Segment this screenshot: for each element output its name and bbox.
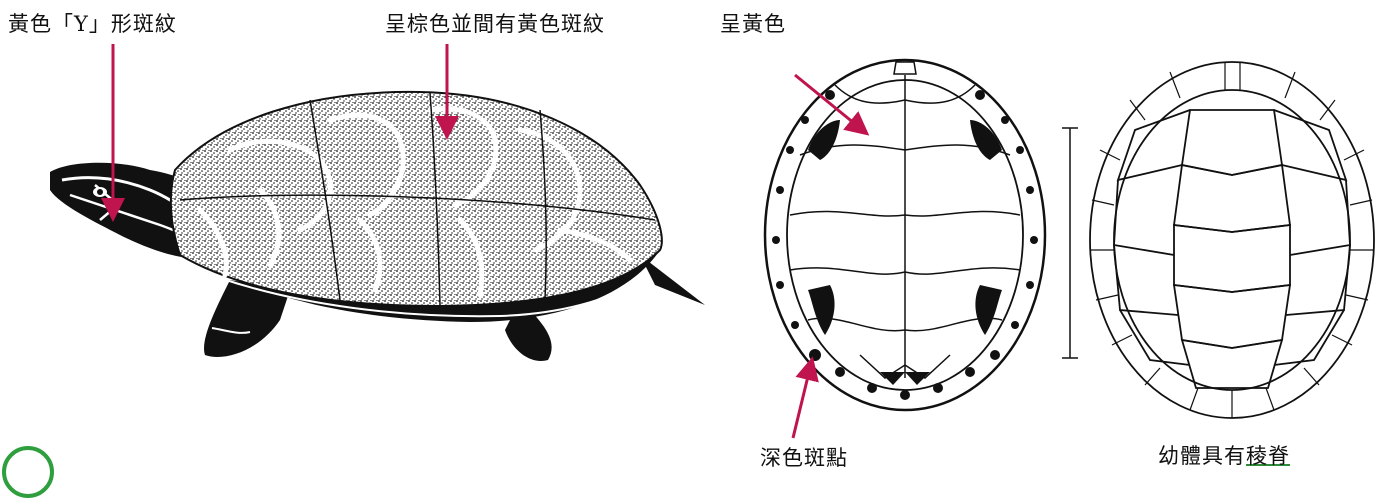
turtle-carapace: [171, 92, 662, 306]
plastron-illustration: [765, 60, 1045, 410]
turtle-side-illustration: [50, 92, 705, 361]
diagram-canvas: [0, 0, 1384, 475]
juvenile-carapace-illustration: [1090, 62, 1374, 418]
scale-bar: [1062, 128, 1078, 358]
corner-badge-icon: [2, 446, 54, 498]
arrow-dark-spots: [793, 368, 810, 438]
